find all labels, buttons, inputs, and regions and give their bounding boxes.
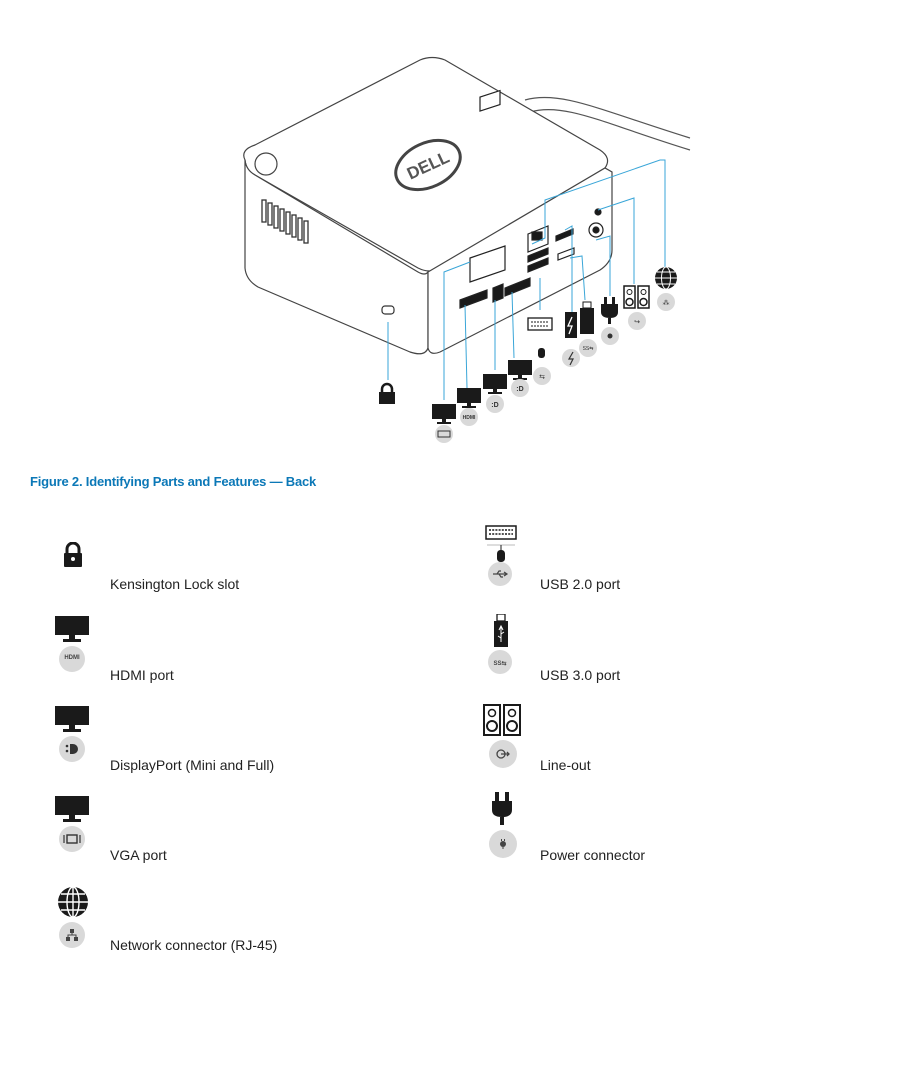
svg-text:HDMI: HDMI [463,415,476,421]
legend-label: Power connector [540,847,646,863]
diagram-thunderbolt-icon [562,312,580,367]
vga-icon [59,826,85,852]
monitor-icon [55,616,89,642]
leader-lines [387,159,666,400]
dell-logo: DELL [394,138,462,192]
port-panel [459,89,604,309]
hdmi-badge-icon: HDMI [59,646,85,672]
legend-item-kensington: Kensington Lock slot [0,530,440,600]
keyboard-mouse-icon [485,525,517,562]
diagram-usb2-icon: ⇆ [527,317,553,385]
legend-label: Line-out [540,757,591,773]
legend-label: HDMI port [110,667,174,683]
legend-item-vga: VGA port [0,792,440,872]
diagram-lock-icon [379,382,395,404]
diagram-usb3-icon: SS⇆ [579,301,597,357]
lock-icon [64,542,82,567]
network-icon [59,922,85,948]
legend-label: DisplayPort (Mini and Full) [110,757,275,773]
diagram-power-icon [601,297,619,345]
diagram-globe-icon: ⁂ [655,266,677,311]
svg-text::D: :D [516,386,523,393]
legend-label: Kensington Lock slot [110,576,240,592]
diagram-minidp-icon: :D [483,374,507,413]
legend-item-hdmi: HDMI HDMI port [0,612,440,692]
speakers-icon [483,704,521,736]
legend-item-displayport: DisplayPort (Mini and Full) [0,702,440,782]
legend-item-line-out: Line-out [460,702,900,782]
diagram-hdmi-icon: HDMI [457,388,481,426]
svg-text:↪: ↪ [634,319,640,326]
vent [261,199,309,244]
monitor-icon [55,706,89,732]
svg-text:SS⇆: SS⇆ [493,659,506,667]
svg-text:SS⇆: SS⇆ [583,346,594,352]
globe-icon [58,886,88,918]
usb3-icon: SS⇆ [488,650,512,674]
legend-label: USB 2.0 port [540,576,621,592]
svg-text:⁂: ⁂ [663,299,670,307]
line-out-icon [489,740,517,768]
dock-right-face [427,167,613,354]
diagram-vga-icon [432,404,456,443]
monitor-icon [55,796,89,822]
legend-item-network: Network connector (RJ-45) [0,882,440,962]
legend-item-power: Power connector [460,792,900,872]
legend-label: VGA port [110,847,167,863]
usb-icon [488,562,512,586]
legend-item-usb3: SS⇆ USB 3.0 port [460,612,900,692]
diagram-speakers-icon: ↪ [623,285,650,330]
legend-label: Network connector (RJ-45) [110,937,278,953]
legend-item-usb2: USB 2.0 port [460,520,900,600]
usb-drive-icon [494,614,508,647]
svg-text::D: :D [491,402,498,409]
power-plug-icon [492,792,512,825]
figure-caption: Figure 2. Identifying Parts and Features… [30,474,317,489]
legend-label: USB 3.0 port [540,667,621,683]
displayport-icon [59,736,85,762]
svg-text:⇆: ⇆ [539,374,545,381]
diagram-dp-icon: :D [508,360,532,397]
dock-back-diagram: DELL [243,56,691,443]
power-icon [489,830,517,858]
